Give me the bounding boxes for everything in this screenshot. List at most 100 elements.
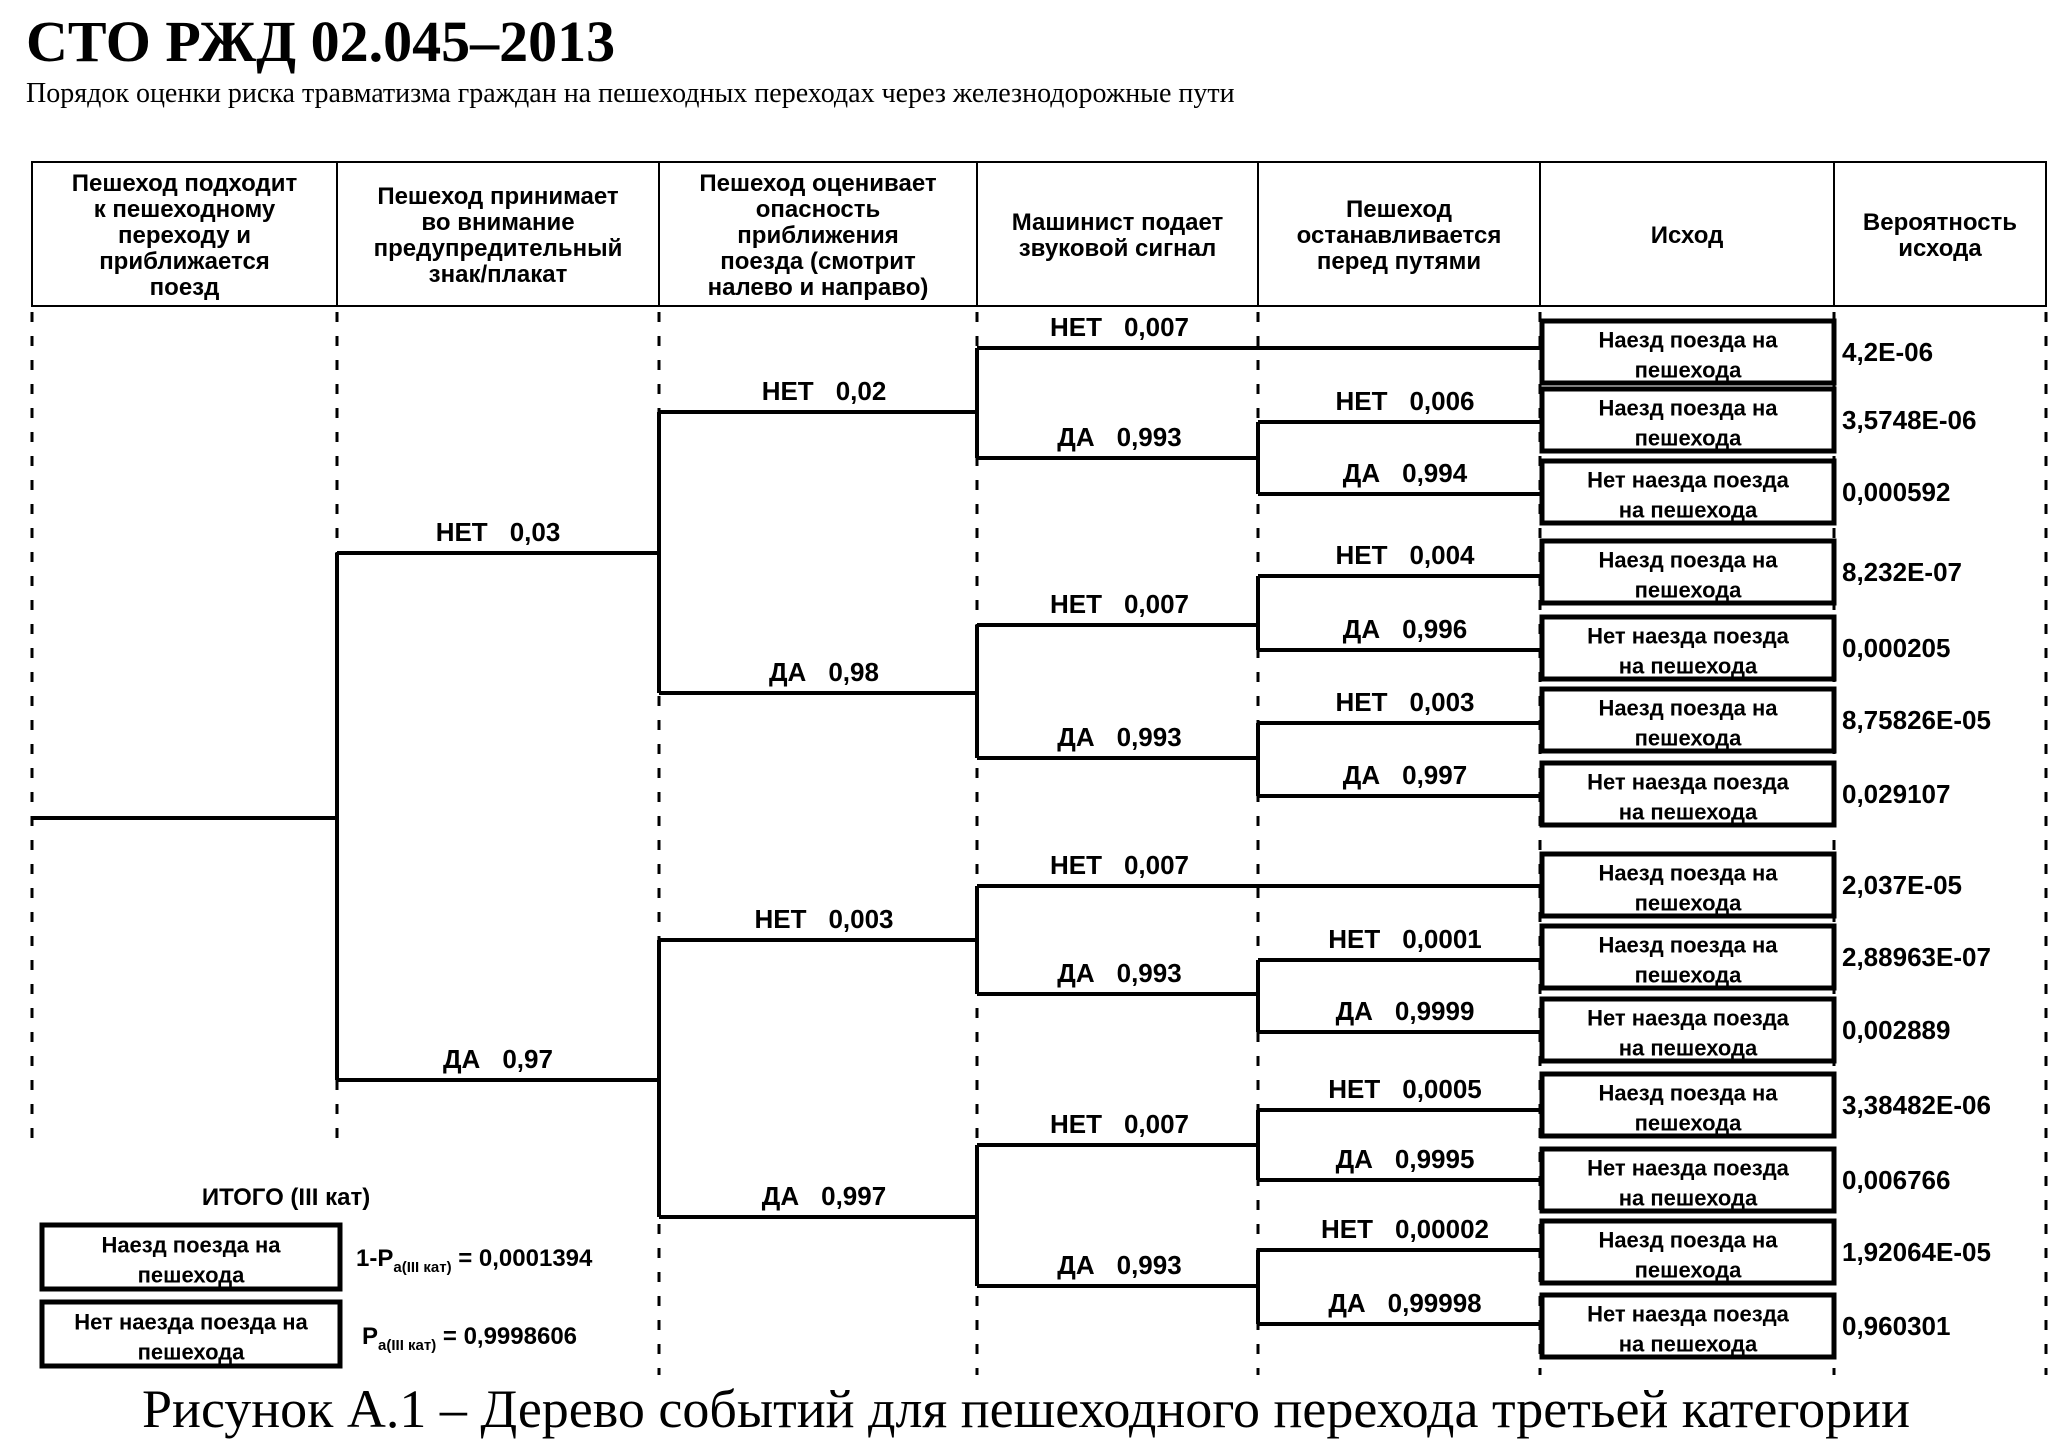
column-header-2-line: знак/плакат: [429, 261, 568, 288]
stop-label-12: ДА 0,99998: [1328, 1288, 1481, 1318]
column-header-3: Пешеход оцениваетопасностьприближенияпое…: [699, 170, 936, 301]
stop-label-12-answer: ДА: [1328, 1288, 1366, 1318]
look-label-3-answer: НЕТ: [754, 904, 806, 934]
stop-label-10-probability: 0,9995: [1395, 1144, 1475, 1174]
stop-label-4-probability: 0,996: [1402, 614, 1467, 644]
outcome-probability: 3,38482E-06: [1842, 1090, 1991, 1120]
stop-label-9-probability: 0,0005: [1402, 1074, 1482, 1104]
outcome-probability: 0,960301: [1842, 1311, 1950, 1341]
outcome-text-no_hit-line: Нет наезда поезда: [1587, 624, 1790, 649]
totals-hit-text-line: пешехода: [138, 1263, 246, 1288]
stop-label-8-probability: 0,9999: [1395, 996, 1475, 1026]
totals-title: ИТОГО (III кат): [202, 1184, 370, 1211]
outcome-text-hit-line: Наезд поезда на: [1598, 396, 1778, 421]
totals-no-hit-formula-value: = 0,9998606: [436, 1323, 577, 1350]
stop-label-6-probability: 0,997: [1402, 760, 1467, 790]
look-label-1-probability: 0,02: [836, 376, 887, 406]
stop-label-1-probability: 0,006: [1409, 386, 1474, 416]
column-header-2-line: Пешеход принимает: [377, 183, 619, 210]
totals-no-hit-text-line: пешехода: [138, 1340, 246, 1365]
horn-label-2-answer: ДА: [1057, 422, 1095, 452]
totals-no-hit-box: [39, 1299, 343, 1369]
outcome-text-no_hit-line: Нет наезда поезда: [1587, 1302, 1790, 1327]
outcome-text-no_hit-line: на пешехода: [1619, 498, 1758, 523]
outcome-text-hit-line: Наезд поезда на: [1598, 1081, 1778, 1106]
stop-label-7-answer: НЕТ: [1328, 924, 1380, 954]
column-header-3-line: налево и направо): [708, 274, 929, 301]
totals-no-hit-formula: Pa(III кат) = 0,9998606: [362, 1323, 577, 1354]
horn-label-3-answer: НЕТ: [1050, 589, 1102, 619]
outcome-probability: 0,000592: [1842, 477, 1950, 507]
column-header-7-line: исхода: [1898, 235, 1982, 262]
totals-hit-text-line: Наезд поезда на: [101, 1233, 281, 1258]
totals-no-hit-formula-prefix: P: [362, 1323, 378, 1350]
outcome-box: [1539, 851, 1837, 919]
stop-label-10-answer: ДА: [1336, 1144, 1374, 1174]
outcome-text-hit-line: пешехода: [1635, 1111, 1743, 1136]
outcome-text-hit-line: пешехода: [1635, 426, 1743, 451]
outcome-text-hit-line: пешехода: [1635, 726, 1743, 751]
column-header-5-line: останавливается: [1297, 222, 1502, 249]
outcome-probability: 1,92064E-05: [1842, 1237, 1991, 1267]
outcome-text-hit-line: Наезд поезда на: [1598, 861, 1778, 886]
column-header-4-line: звуковой сигнал: [1019, 235, 1217, 262]
outcome-text-no_hit-line: на пешехода: [1619, 1036, 1758, 1061]
outcome-box: [1539, 538, 1837, 606]
horn-label-8-probability: 0,993: [1117, 1250, 1182, 1280]
stop-label-9: НЕТ 0,0005: [1328, 1074, 1482, 1104]
outcome-probability: 2,88963E-07: [1842, 942, 1991, 972]
totals-section: ИТОГО (III кат)Наезд поезда напешеходаНе…: [39, 1184, 593, 1369]
look-label-2-probability: 0,98: [828, 657, 879, 687]
stop-label-2-answer: ДА: [1343, 458, 1381, 488]
horn-label-6: ДА 0,993: [1057, 958, 1181, 988]
stop-label-2-probability: 0,994: [1402, 458, 1468, 488]
look-label-1-answer: НЕТ: [762, 376, 814, 406]
stop-label-12-probability: 0,99998: [1388, 1288, 1482, 1318]
outcome-text-hit: Наезд поезда на пешехода: [1598, 1081, 1778, 1136]
stop-label-1-answer: НЕТ: [1335, 386, 1387, 416]
outcome-box: [1539, 996, 1837, 1064]
horn-label-6-answer: ДА: [1057, 958, 1095, 988]
outcome-text-hit-line: пешехода: [1635, 578, 1743, 603]
stop-label-5-probability: 0,003: [1409, 687, 1474, 717]
outcome-text-hit-line: Наезд поезда на: [1598, 696, 1778, 721]
document-code: СТО РЖД 02.045–2013: [26, 9, 616, 74]
stop-label-9-answer: НЕТ: [1328, 1074, 1380, 1104]
column-header-3-line: Пешеход оценивает: [699, 170, 936, 197]
sign-label-2-probability: 0,97: [502, 1044, 553, 1074]
outcome-text-hit-line: пешехода: [1635, 1258, 1743, 1283]
horn-label-6-probability: 0,993: [1117, 958, 1182, 988]
column-header-2-line: предупредительный: [374, 235, 623, 262]
column-header-2-line: во внимание: [421, 209, 574, 236]
outcome-text-no_hit-line: на пешехода: [1619, 1332, 1758, 1357]
outcome-text-no_hit-line: на пешехода: [1619, 654, 1758, 679]
column-header-1-line: переходу и: [118, 222, 251, 249]
outcome-text-no_hit-line: Нет наезда поезда: [1587, 1156, 1790, 1181]
column-header-5-line: перед путями: [1317, 248, 1481, 275]
outcome-text-hit-line: пешехода: [1635, 358, 1743, 383]
outcome-row-14: Нет наезда поезда на пешехода 0,960301: [1539, 1292, 1950, 1360]
